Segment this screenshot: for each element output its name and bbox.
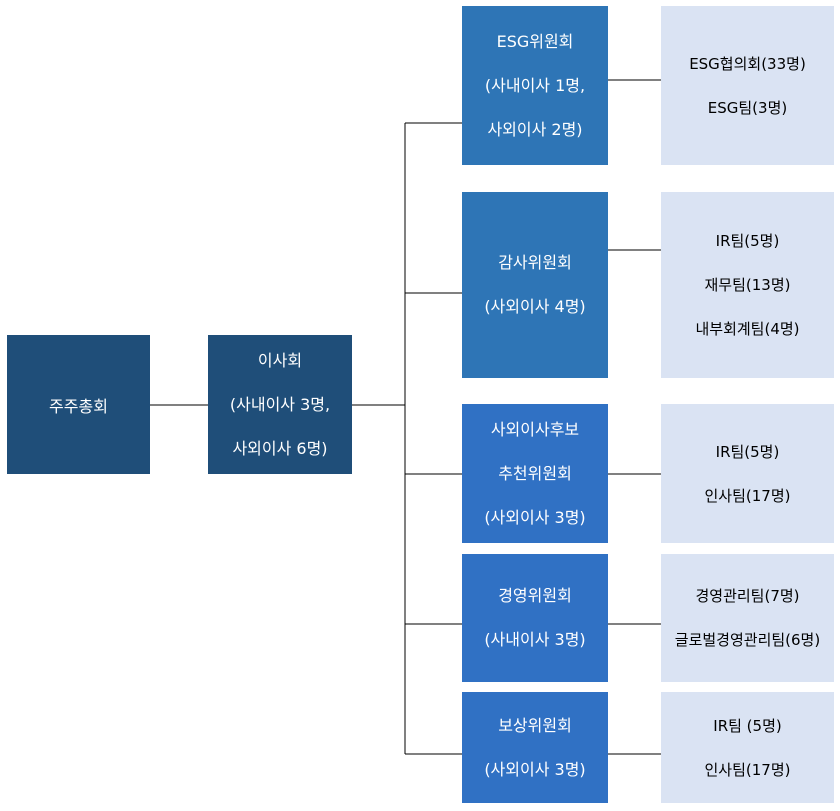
esg-committee-outside: 사외이사 2명) [487,119,583,139]
audit-committee-box: 감사위원회 (사외이사 4명) [462,192,608,378]
shareholders-meeting-label: 주주총회 [49,396,108,416]
management-committee-box: 경영위원회 (사내이사 3명) [462,554,608,682]
nomination-committee-title-2: 추천위원회 [498,463,572,483]
compensation-teams-box: IR팀 (5명) 인사팀(17명) [661,692,834,803]
team-item: ESG협의회(33명) [689,54,806,73]
esg-committee-inside: (사내이사 1명, [484,75,586,95]
board-title: 이사회 [257,350,303,370]
audit-committee-title: 감사위원회 [498,253,572,272]
compensation-committee-title: 보상위원회 [498,715,572,735]
team-item: IR팀 (5명) [713,716,782,735]
team-item: 재무팀(13명) [704,276,791,294]
compensation-committee-box: 보상위원회 (사외이사 3명) [462,692,608,803]
nomination-committee-members: (사외이사 3명) [484,507,586,527]
shareholders-meeting-box: 주주총회 [7,335,150,474]
management-committee-title: 경영위원회 [498,586,572,605]
board-inside-directors: (사내이사 3명, [229,394,331,414]
esg-committee-box: ESG위원회 (사내이사 1명, 사외이사 2명) [462,6,608,165]
nomination-committee-title-1: 사외이사후보 [490,419,580,439]
board-box: 이사회 (사내이사 3명, 사외이사 6명) [208,335,352,474]
team-item: ESG팀(3명) [707,98,788,117]
team-item: IR팀(5명) [715,232,780,250]
audit-committee-members: (사외이사 4명) [484,297,586,316]
audit-teams-box: IR팀(5명) 재무팀(13명) 내부회계팀(4명) [661,192,834,378]
management-teams-box: 경영관리팀(7명) 글로벌경영관리팀(6명) [661,554,834,682]
esg-teams-box: ESG협의회(33명) ESG팀(3명) [661,6,834,165]
compensation-committee-members: (사외이사 3명) [484,759,586,779]
team-item: 경영관리팀(7명) [695,587,800,605]
team-item: 내부회계팀(4명) [695,320,800,338]
team-item: 글로벌경영관리팀(6명) [674,631,821,649]
board-outside-directors: 사외이사 6명) [232,438,328,458]
team-item: 인사팀(17명) [704,486,791,505]
team-item: IR팀(5명) [715,442,780,461]
nomination-committee-box: 사외이사후보 추천위원회 (사외이사 3명) [462,404,608,543]
team-item: 인사팀(17명) [704,760,791,779]
esg-committee-title: ESG위원회 [496,31,574,51]
management-committee-members: (사내이사 3명) [484,630,586,649]
nomination-teams-box: IR팀(5명) 인사팀(17명) [661,404,834,543]
